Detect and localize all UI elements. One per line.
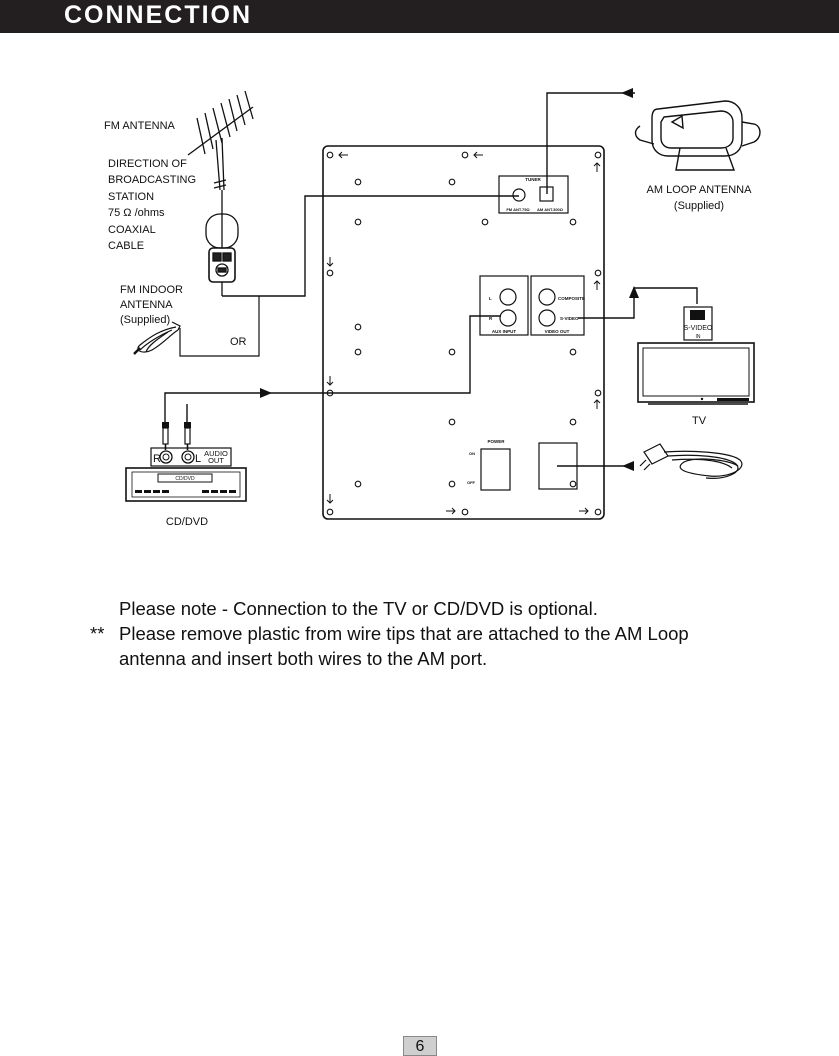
fm-antenna-labels: FM ANTENNA DIRECTION OF BROADCASTING STA… <box>104 120 196 252</box>
am-loop-supplied-label: (Supplied) <box>674 200 724 212</box>
header-bar: CONNECTION <box>0 0 839 33</box>
fm-indoor-antenna-icon <box>133 296 260 357</box>
audio-out-label-1: AUDIO <box>204 449 228 458</box>
page-number: 6 <box>403 1036 437 1056</box>
power-label: POWER <box>487 439 505 444</box>
power-on-label: ON <box>469 451 475 456</box>
fm-indoor-antenna-labels: FM INDOOR ANTENNA (Supplied) OR <box>120 284 247 348</box>
tv-labels: S-VIDEO IN TV <box>684 325 713 427</box>
tv-icon <box>637 306 755 405</box>
fm-indoor-label-3: (Supplied) <box>120 314 170 326</box>
cd-dvd-screen-label: CD/DVD <box>175 476 195 482</box>
fm-indoor-label-1: FM INDOOR <box>120 284 183 296</box>
s-video-in-label-1: S-VIDEO <box>684 325 713 332</box>
audio-out-label-2: OUT <box>208 456 224 465</box>
connection-arrows <box>260 88 639 471</box>
aux-r-label: R <box>489 316 493 321</box>
note-optional: Please note - Connection to the TV or CD… <box>119 598 598 619</box>
cd-dvd-label: CD/DVD <box>166 516 208 528</box>
s-video-in-label-2: IN <box>696 334 701 340</box>
power-section: POWER ON OFF <box>467 439 578 491</box>
note-line-1: Please note - Connection to the TV or CD… <box>90 596 790 621</box>
ohms-label: 75 Ω /ohms <box>108 207 165 219</box>
tuner-terminal: TUNER FM ANT.75Ω AM ANT.300Ω <box>498 175 569 214</box>
page-title: CONNECTION <box>64 1 253 29</box>
direction-label-3: STATION <box>108 191 154 203</box>
rear-panel-outline <box>322 145 605 520</box>
connection-lines <box>164 92 698 467</box>
dvd-r-label: R <box>153 453 161 465</box>
direction-label-1: DIRECTION OF <box>108 158 187 170</box>
power-off-label: OFF <box>467 480 476 485</box>
am-ant-port-label: AM ANT.300Ω <box>537 207 564 212</box>
direction-label-2: BROADCASTING <box>108 174 196 186</box>
tv-label: TV <box>692 415 707 427</box>
panel-direction-marks <box>326 151 601 515</box>
aux-video-labels: L R AUX INPUT COMPOSITE S-VIDEO VIDEO OU… <box>489 296 585 334</box>
coaxial-label: COAXIAL <box>108 224 156 236</box>
note-marker: ** <box>90 623 105 644</box>
dvd-l-label: L <box>195 453 201 465</box>
s-video-port-label: S-VIDEO <box>560 316 579 321</box>
am-loop-label: AM LOOP ANTENNA <box>647 184 753 196</box>
composite-label: COMPOSITE <box>558 296 585 301</box>
note-insert-wires: antenna and insert both wires to the AM … <box>119 648 488 669</box>
rear-panel: TUNER FM ANT.75Ω AM ANT.300Ω L R AUX INP… <box>322 145 605 520</box>
video-out-label: VIDEO OUT <box>545 329 570 334</box>
fm-antenna-icon <box>187 90 254 296</box>
cable-label: CABLE <box>108 240 144 252</box>
cd-dvd-player-icon <box>125 422 247 502</box>
am-loop-labels: AM LOOP ANTENNA (Supplied) <box>647 184 753 212</box>
fm-ant-port-label: FM ANT.75Ω <box>506 207 530 212</box>
note-line-3: antenna and insert both wires to the AM … <box>90 646 790 671</box>
am-loop-antenna-icon <box>634 100 761 171</box>
aux-input-label: AUX INPUT <box>492 329 517 334</box>
tuner-label: TUNER <box>525 177 541 182</box>
power-cord-icon <box>639 443 743 479</box>
fm-antenna-label: FM ANTENNA <box>104 120 176 132</box>
notes-section: Please note - Connection to the TV or CD… <box>90 596 790 671</box>
panel-screws <box>326 151 602 516</box>
or-label: OR <box>230 336 247 348</box>
connection-diagram: FM ANTENNA DIRECTION OF BROADCASTING STA… <box>104 88 761 528</box>
cd-dvd-labels: R L AUDIO OUT CD/DVD CD/DVD <box>153 449 228 528</box>
note-remove-plastic: Please remove plastic from wire tips tha… <box>119 623 689 644</box>
note-line-2: ** Please remove plastic from wire tips t… <box>90 621 790 646</box>
fm-indoor-label-2: ANTENNA <box>120 299 173 311</box>
aux-video-terminal <box>479 275 585 336</box>
aux-l-label: L <box>489 296 492 301</box>
